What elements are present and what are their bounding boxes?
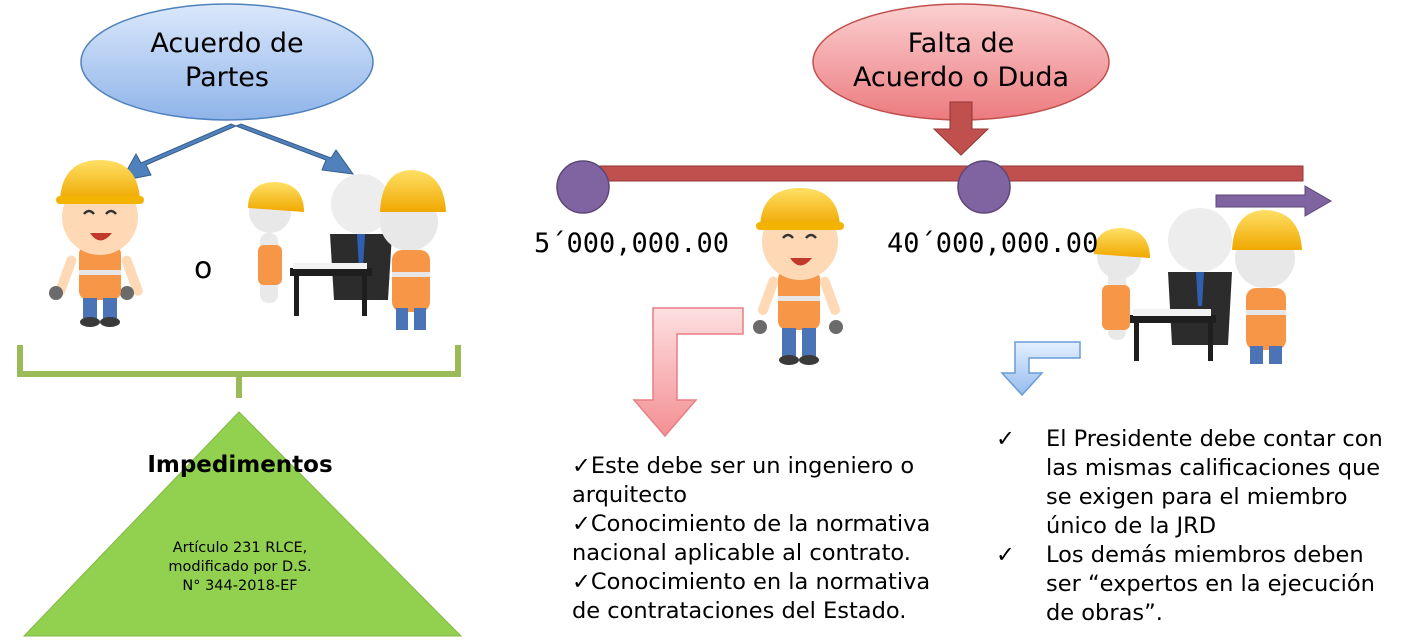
single-engineer-figure-center [753, 188, 844, 365]
single-member-requirement: ✓Conocimiento de la normativa nacional a… [572, 511, 931, 566]
single-member-requirement: ✓Conocimiento en la normativa de contrat… [572, 569, 931, 624]
threshold-5m-label: 5´000,000.00 [534, 228, 730, 259]
check-mark: ✓ [572, 453, 591, 479]
no-agreement-label-line1: Falta de [907, 28, 1015, 59]
agreement-ellipse [80, 3, 374, 121]
light-blue-bent-arrow [1000, 341, 1081, 397]
agreement-label-line2: Partes [185, 62, 269, 93]
green-bracket [17, 345, 461, 398]
impediments-reference-line3: N° 344-2018-EF [182, 578, 298, 594]
impediments-title: Impedimentos [147, 452, 333, 478]
threshold-40m-label: 40´000,000.00 [887, 228, 1099, 259]
no-agreement-label-line2: Acuerdo o Duda [852, 62, 1070, 93]
timeline-node-40m [957, 160, 1011, 214]
arrow-to-board [234, 123, 355, 175]
single-engineer-figure-left [49, 160, 144, 327]
single-member-requirements: ✓Este debe ser un ingeniero o arquitecto… [572, 452, 932, 626]
check-mark: ✓ [996, 426, 1015, 452]
pink-bent-arrow [632, 307, 744, 438]
impediments-reference-line1: Artículo 231 RLCE, [172, 540, 308, 556]
arrow-to-single-engineer [120, 123, 238, 182]
check-mark: ✓ [572, 569, 591, 595]
impediments-reference-line2: modificado por D.S. [168, 559, 312, 575]
impediments-triangle [22, 411, 463, 637]
impediments-reference: Artículo 231 RLCE, modificado por D.S. N… [140, 539, 340, 596]
down-arrow-to-timeline [932, 101, 990, 156]
or-connector: o [194, 251, 213, 286]
board-requirement: ✓Los demás miembros deben ser “expertos … [996, 542, 1375, 626]
board-figure-left [248, 170, 446, 330]
purple-right-arrow [1215, 185, 1333, 217]
timeline-node-5m [556, 160, 610, 214]
amount-timeline [582, 165, 1304, 182]
left-branch-arrows [120, 123, 355, 182]
check-mark: ✓ [572, 511, 591, 537]
board-requirements: ✓El Presidente debe contar con las misma… [996, 425, 1400, 628]
board-figure-right [1094, 208, 1302, 364]
single-member-requirement: ✓Este debe ser un ingeniero o arquitecto [572, 453, 915, 508]
board-requirement: ✓El Presidente debe contar con las misma… [996, 426, 1383, 539]
agreement-label-line1: Acuerdo de [150, 28, 304, 59]
check-mark: ✓ [996, 542, 1015, 568]
